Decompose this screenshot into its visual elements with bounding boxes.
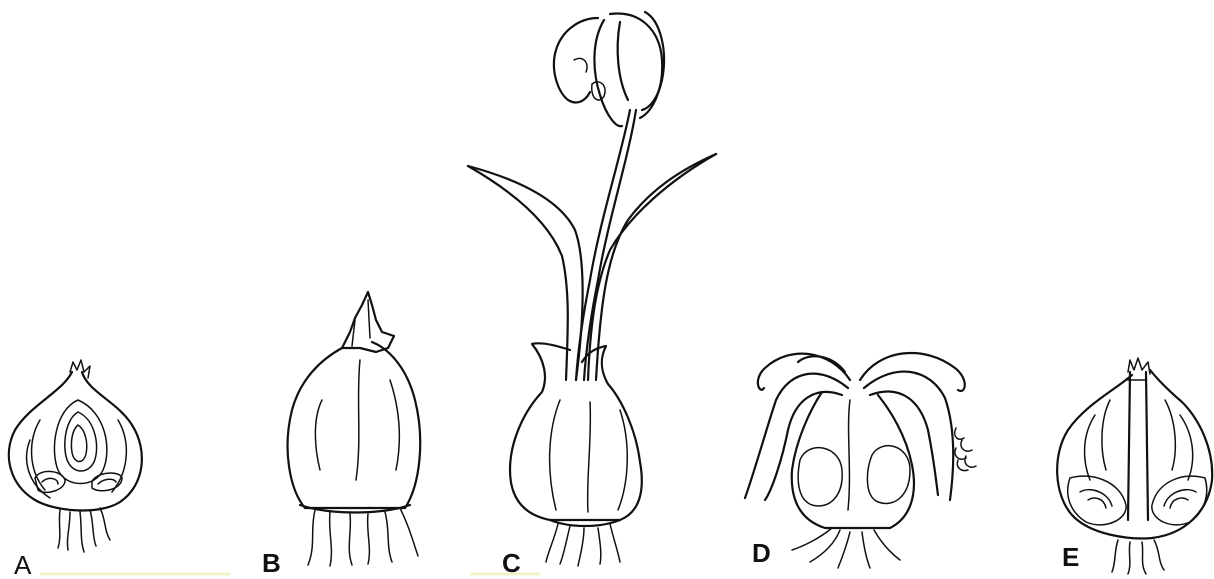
panel-label-e: E	[1062, 542, 1079, 572]
plant-c-flowering	[468, 12, 716, 566]
bulb-e-section	[1057, 358, 1212, 574]
panel-label-b: B	[262, 548, 281, 578]
bulb-b-sprouting	[288, 292, 421, 566]
bulb-a-section	[9, 360, 142, 552]
bulb-d-drooping	[745, 353, 976, 568]
panel-label-a: A	[14, 550, 32, 579]
panel-label-d: D	[752, 538, 771, 568]
panel-label-c: C	[502, 548, 521, 578]
